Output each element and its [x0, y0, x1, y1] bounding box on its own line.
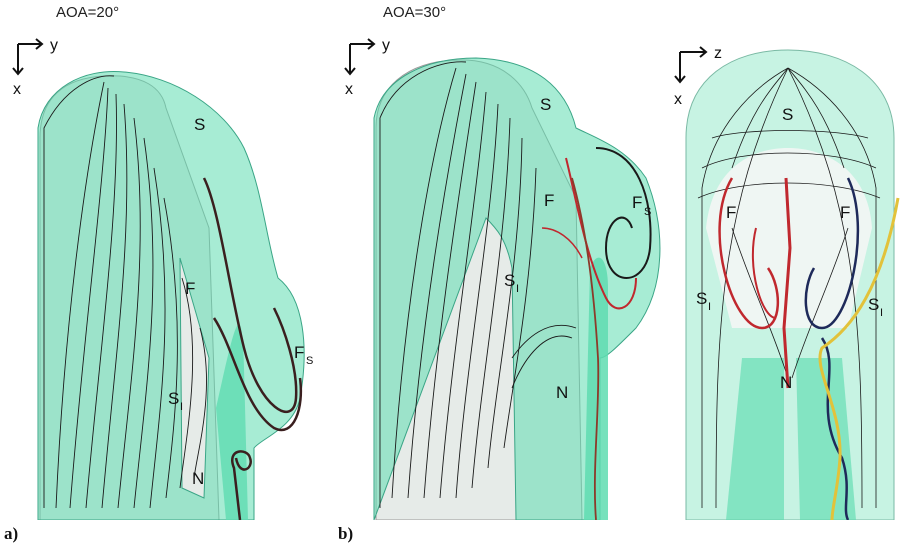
panel-b-header: AOA=30° — [383, 4, 446, 21]
panel-b-label-f: F — [544, 191, 554, 210]
panel-b-axis-y-label: y — [382, 37, 390, 54]
panel-c-label-f-left: F — [726, 203, 736, 222]
panel-b-label-si-sub: I — [516, 283, 519, 295]
panel-c-label-n: N — [780, 373, 792, 392]
panel-c-axis-x-label: x — [674, 91, 682, 108]
panel-c-label-f-right: F — [840, 203, 850, 222]
panel-b-tag: b) — [338, 524, 353, 544]
panel-b-axis-x-label: x — [345, 81, 353, 98]
panel-b-label-si: S — [504, 271, 515, 290]
panel-a-label-fs-sub: S — [306, 355, 313, 367]
panel-a-header: AOA=20° — [56, 4, 119, 21]
panel-a-label-si-sub: I — [180, 401, 183, 413]
panel-a-label-n: N — [192, 469, 204, 488]
panel-c-axes-icon — [675, 47, 706, 82]
panel-c-label-si-right-sub: I — [880, 307, 883, 319]
panel-b-axes-icon — [345, 39, 374, 74]
panel-c-figure: z x S F F S I S I — [672, 28, 906, 520]
panel-c-label-s: S — [782, 105, 793, 124]
panel-b-label-s: S — [540, 95, 551, 114]
panel-b-label-fs-sub: S — [644, 206, 651, 218]
panel-c-axis-z-label: z — [714, 45, 722, 62]
panel-a-tag: a) — [4, 524, 18, 544]
panel-a-axis-x-label: x — [13, 81, 21, 98]
panel-a-label-fs: F — [294, 343, 304, 362]
panel-a-label-si: S — [168, 389, 179, 408]
panel-b-label-fs: F — [632, 193, 642, 212]
panel-a-axis-y-label: y — [50, 37, 58, 54]
panel-c-label-si-left-sub: I — [708, 301, 711, 313]
panel-a-figure: y x S F F S S — [4, 28, 326, 520]
panel-a-label-s: S — [194, 115, 205, 134]
panel-c-label-si-left: S — [696, 289, 707, 308]
panel-a-label-f: F — [185, 279, 195, 298]
panel-b-label-n: N — [556, 383, 568, 402]
panel-c-label-si-right: S — [868, 295, 879, 314]
panel-a-axes-icon — [13, 39, 42, 74]
panel-b-figure: y x S F F S S I N — [336, 28, 666, 520]
